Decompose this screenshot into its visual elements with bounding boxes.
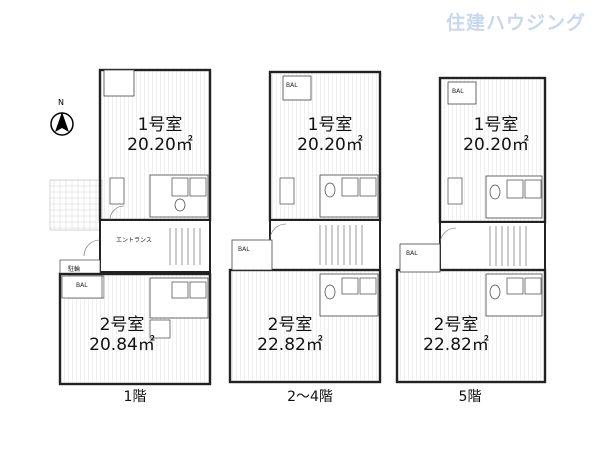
- plan-floor-1: [49, 68, 212, 386]
- unit-area: 22.82㎡: [257, 334, 323, 355]
- floor2-4-unit1-label: 1号室 20.20㎡: [282, 115, 378, 155]
- floor1-unit1-label: 1号室 20.20㎡: [112, 115, 208, 155]
- floor2-4-unit2-label: 2号室 22.82㎡: [240, 315, 340, 355]
- floor1-label: 1階: [123, 389, 147, 405]
- balcony-label: BAL: [286, 82, 298, 89]
- unit-area: 20.20㎡: [463, 134, 529, 155]
- unit-name: 1号室: [473, 115, 519, 135]
- company-logo: 住建ハウジング: [445, 12, 586, 34]
- floor2-4-label: 2～4階: [287, 389, 333, 405]
- balcony-label: BAL: [406, 250, 418, 257]
- unit-name: 2号室: [99, 315, 145, 335]
- balcony-label: BAL: [238, 246, 250, 253]
- balcony-label: BAL: [452, 88, 464, 95]
- plan-floor-2-4: [228, 70, 382, 384]
- bike-parking-label: 駐輪: [68, 266, 81, 273]
- north-arrow-icon: [50, 112, 74, 136]
- plan-floor-5: [395, 76, 547, 384]
- floor5-label: 5階: [458, 389, 482, 405]
- floor5-unit2-label: 2号室 22.82㎡: [406, 315, 506, 355]
- unit-name: 1号室: [307, 115, 353, 135]
- entrance-label: エントランス: [116, 237, 152, 244]
- unit-area: 20.84㎡: [89, 334, 155, 355]
- unit-name: 2号室: [267, 315, 313, 335]
- north-label: N: [58, 98, 64, 107]
- floor5-unit1-label: 1号室 20.20㎡: [448, 115, 544, 155]
- unit-name: 1号室: [137, 115, 183, 135]
- balcony-label: BAL: [76, 282, 88, 289]
- unit-area: 20.20㎡: [297, 134, 363, 155]
- unit-name: 2号室: [433, 315, 479, 335]
- floor1-unit2-label: 2号室 20.84㎡: [72, 315, 172, 355]
- unit-area: 20.20㎡: [127, 134, 193, 155]
- unit-area: 22.82㎡: [423, 334, 489, 355]
